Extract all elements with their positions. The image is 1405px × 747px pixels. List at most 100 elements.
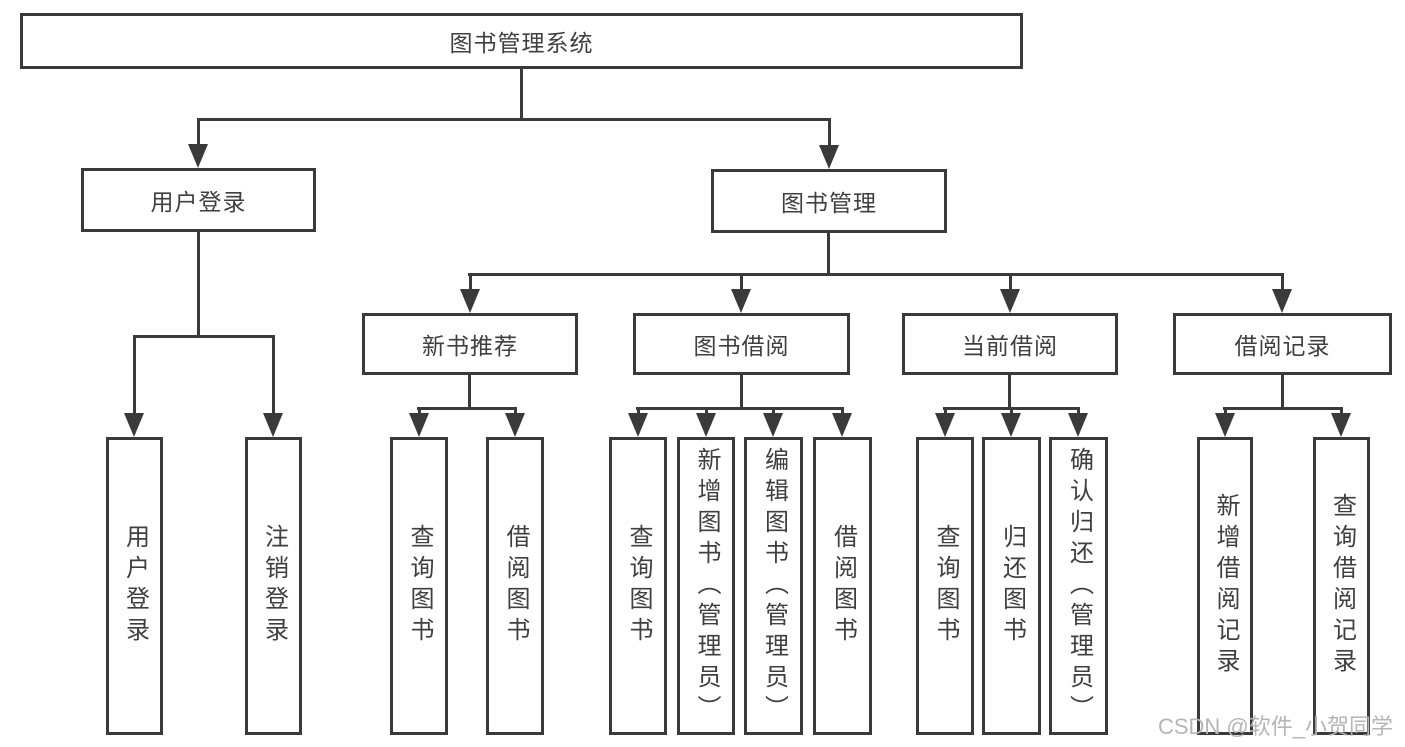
- leaf-label: 归还图书: [998, 524, 1026, 648]
- leaf-edit-book-admin: 编辑图书（管理员）: [744, 437, 803, 735]
- arrow-stem: [271, 335, 275, 419]
- arrow-to-leaf-add-book: [696, 407, 716, 437]
- arrow-stem: [739, 273, 743, 295]
- arrow-to-leaf-edit-book: [763, 407, 783, 437]
- leaf-query-book-2: 查询图书: [609, 437, 667, 735]
- node-book-mgmt-label: 图书管理: [781, 190, 877, 216]
- arrow-head-icon: [505, 413, 525, 437]
- leaf-label: 查询图书: [932, 524, 959, 648]
- connector-book-borrow-stem: [740, 375, 743, 410]
- leaf-borrow-book-1: 借阅图书: [486, 437, 544, 735]
- node-borrow-record-label: 借阅记录: [1234, 333, 1331, 359]
- arrow-head-icon: [763, 413, 783, 437]
- arrow-to-leaf-query-book-2: [628, 407, 648, 437]
- leaf-label: 借阅图书: [829, 524, 857, 648]
- leaf-borrow-book-2: 借阅图书: [813, 437, 872, 735]
- leaf-logout: 注销登录: [245, 437, 302, 735]
- node-current-borrow-label: 当前借阅: [962, 333, 1058, 359]
- connector-new-book-stem: [468, 375, 471, 410]
- arrow-head-icon: [1272, 289, 1292, 313]
- connector-current-borrow-stem: [1008, 375, 1011, 410]
- arrow-head-icon: [696, 413, 716, 437]
- leaf-return-book: 归还图书: [982, 437, 1041, 735]
- arrow-to-leaf-return-book: [1001, 407, 1021, 437]
- leaf-query-borrow-record: 查询借阅记录: [1313, 437, 1370, 735]
- node-user-login-label: 用户登录: [150, 189, 247, 215]
- leaf-label: 查询图书: [625, 524, 652, 648]
- arrow-head-icon: [819, 145, 839, 169]
- connector-borrow-record-stem: [1281, 375, 1284, 410]
- connector-new-book-hline: [417, 407, 517, 410]
- connector-book-borrow-hline: [636, 407, 844, 410]
- arrow-head-icon: [1001, 413, 1021, 437]
- node-book-mgmt: 图书管理: [711, 169, 947, 233]
- arrow-head-icon: [460, 289, 480, 313]
- leaf-confirm-return-admin: 确认归还（管理员）: [1049, 437, 1108, 735]
- leaf-label: 注销登录: [260, 524, 288, 648]
- arrow-to-leaf-confirm-return: [1068, 407, 1088, 437]
- leaf-label: 编辑图书（管理员）: [760, 446, 788, 726]
- arrow-stem: [196, 118, 200, 150]
- connector-book-mgmt-stem: [827, 233, 830, 276]
- leaf-label: 查询图书: [406, 524, 433, 648]
- arrow-head-icon: [188, 144, 208, 168]
- leaf-user-login: 用户登录: [106, 437, 163, 735]
- arrow-head-icon: [1331, 413, 1351, 437]
- leaf-label: 新增图书（管理员）: [693, 446, 720, 726]
- node-book-borrow: 图书借阅: [633, 313, 850, 375]
- arrow-head-icon: [1215, 413, 1235, 437]
- arrow-to-leaf-logout: [263, 335, 283, 437]
- leaf-label: 查询借阅记录: [1328, 493, 1356, 679]
- leaf-query-book-1: 查询图书: [390, 437, 448, 735]
- leaf-label: 确认归还（管理员）: [1065, 446, 1093, 726]
- leaf-label: 用户登录: [121, 524, 149, 648]
- arrow-to-leaf-add-record: [1215, 407, 1235, 437]
- arrow-stem: [1008, 273, 1012, 295]
- arrow-to-leaf-borrow-book-1: [505, 407, 525, 437]
- connector-root-stem: [520, 69, 523, 118]
- arrow-stem: [132, 335, 136, 419]
- arrow-head-icon: [628, 413, 648, 437]
- arrow-to-borrow-record: [1272, 273, 1292, 313]
- arrow-stem: [468, 273, 472, 295]
- arrow-head-icon: [124, 413, 144, 437]
- node-current-borrow: 当前借阅: [902, 313, 1118, 375]
- arrow-to-new-book: [460, 273, 480, 313]
- arrow-to-leaf-query-book-3: [935, 407, 955, 437]
- arrow-head-icon: [832, 413, 852, 437]
- connector-user-login-stem: [197, 232, 200, 338]
- connector-borrow-record-hline: [1223, 407, 1343, 410]
- leaf-add-borrow-record: 新增借阅记录: [1197, 437, 1253, 735]
- node-book-borrow-label: 图书借阅: [693, 333, 790, 359]
- node-new-book-label: 新书推荐: [422, 333, 518, 359]
- arrow-head-icon: [263, 413, 283, 437]
- node-root-label: 图书管理系统: [449, 30, 594, 56]
- connector-user-login-hline: [133, 335, 275, 338]
- arrow-head-icon: [409, 413, 429, 437]
- arrow-to-leaf-query-book-1: [409, 407, 429, 437]
- node-new-book: 新书推荐: [362, 313, 578, 375]
- leaf-label: 借阅图书: [502, 524, 529, 648]
- connector-level3-hline: [468, 273, 1283, 276]
- arrow-to-leaf-borrow-book-2: [832, 407, 852, 437]
- leaf-add-book-admin: 新增图书（管理员）: [677, 437, 735, 735]
- node-borrow-record: 借阅记录: [1173, 313, 1392, 375]
- arrow-head-icon: [1000, 289, 1020, 313]
- csdn-watermark: CSDN @软件_小贺同学: [1157, 714, 1393, 739]
- arrow-head-icon: [731, 289, 751, 313]
- arrow-to-leaf-login: [124, 335, 144, 437]
- arrow-to-book-mgmt: [819, 118, 839, 169]
- arrow-to-leaf-query-record: [1331, 407, 1351, 437]
- arrow-stem: [1280, 273, 1284, 295]
- arrow-to-book-borrow: [731, 273, 751, 313]
- arrow-to-user-login: [188, 118, 208, 168]
- arrow-to-current-borrow: [1000, 273, 1020, 313]
- arrow-head-icon: [1068, 413, 1088, 437]
- leaf-label: 新增借阅记录: [1212, 493, 1239, 679]
- node-root: 图书管理系统: [20, 13, 1023, 69]
- leaf-query-book-3: 查询图书: [916, 437, 974, 735]
- arrow-stem: [827, 118, 831, 151]
- arrow-head-icon: [935, 413, 955, 437]
- node-user-login: 用户登录: [81, 168, 316, 232]
